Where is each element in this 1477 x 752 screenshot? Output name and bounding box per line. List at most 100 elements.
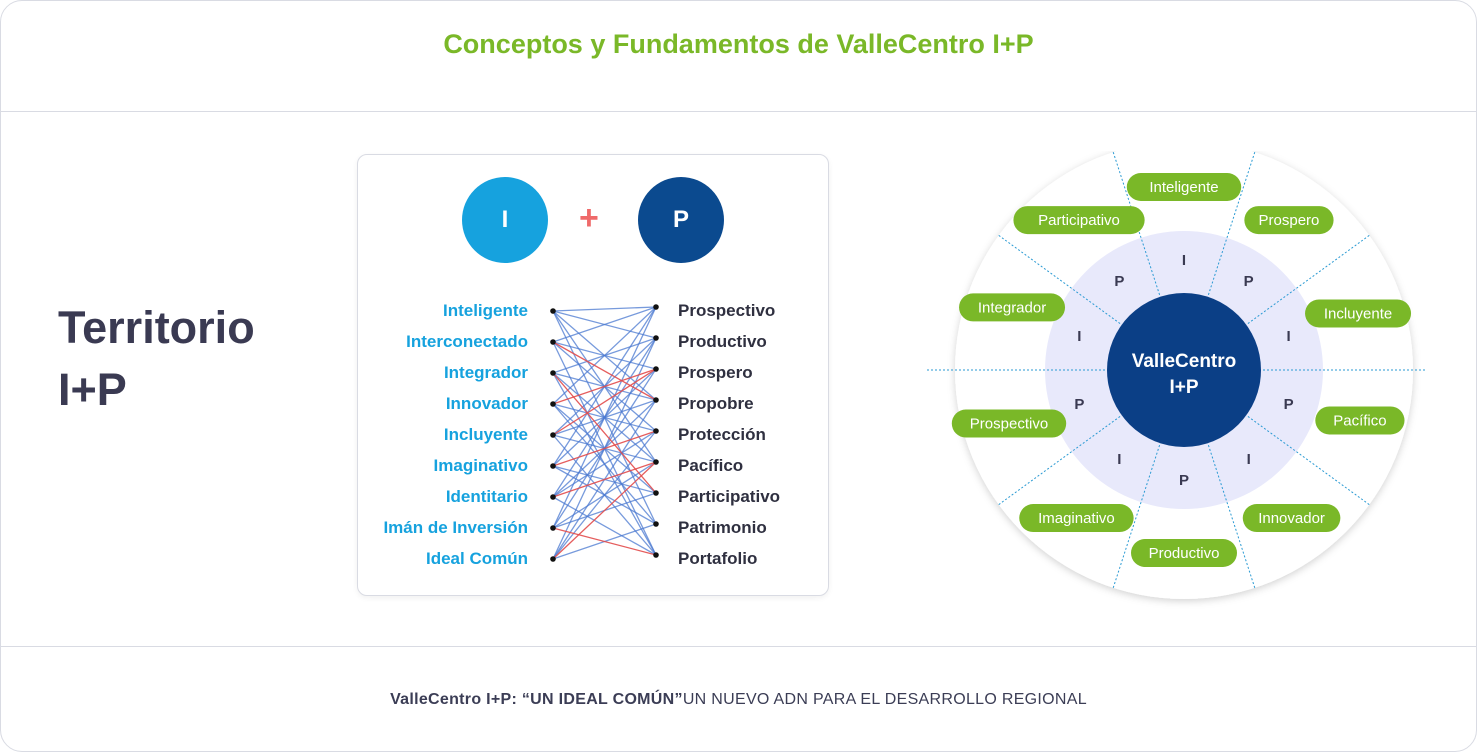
link-line-red — [552, 341, 657, 401]
link-line-red — [552, 368, 657, 436]
right-word: Prospectivo — [678, 301, 776, 320]
left-word: Innovador — [445, 394, 528, 413]
wheel-divider-line — [998, 234, 1131, 332]
badge-i: I — [462, 177, 548, 263]
link-node — [550, 432, 556, 438]
right-word: Productivo — [678, 332, 767, 351]
left-word: Ideal Común — [425, 549, 528, 568]
concept-pill: Participativo — [1013, 206, 1145, 235]
segment-letter: I — [1247, 451, 1251, 468]
link-node — [653, 366, 659, 372]
link-node — [653, 304, 659, 310]
concept-pill-label: Incluyente — [1324, 305, 1392, 322]
right-word: Patrimonio — [678, 518, 767, 537]
concept-pill: Integrador — [959, 293, 1066, 322]
concept-pill-bg — [951, 409, 1067, 438]
link-node — [550, 401, 556, 407]
wheel-divider-line — [1204, 433, 1256, 588]
link-node — [653, 459, 659, 465]
right-word: Protección — [678, 425, 766, 444]
wheel-diagram: IPIPIPIPIPValleCentroI+PInteligenteProsp… — [927, 151, 1426, 599]
concept-pill: Prospero — [1244, 206, 1334, 235]
wheel-center-label-1: ValleCentro — [1132, 351, 1237, 372]
concept-pill-label: Inteligente — [1149, 179, 1218, 196]
territory-title: Territorio I+P — [58, 297, 255, 421]
link-line-blue — [552, 306, 657, 405]
link-node — [550, 308, 556, 314]
segment-letter: P — [1179, 472, 1189, 489]
concept-pill-label: Integrador — [978, 299, 1046, 316]
concept-pill-bg — [1126, 173, 1242, 201]
footer-bold-text: ValleCentro I+P: “UN IDEAL COMÚN” — [390, 690, 683, 708]
segment-letter: P — [1284, 396, 1294, 413]
link-node — [550, 370, 556, 376]
link-line-red — [552, 372, 657, 494]
page-header: Conceptos y Fundamentos de ValleCentro I… — [1, 1, 1476, 112]
concept-pill-label: Productivo — [1149, 545, 1220, 562]
concept-pill-bg — [959, 293, 1066, 322]
territory-title-line-2: I+P — [58, 364, 127, 415]
link-line-blue — [552, 430, 657, 498]
concept-pill-bg — [1315, 406, 1405, 435]
wheel-divider-line — [1237, 234, 1370, 332]
left-word: Incluyente — [443, 425, 528, 444]
link-line-blue — [552, 306, 657, 312]
right-word: Participativo — [678, 487, 781, 506]
concept-pill-label: Imaginativo — [1038, 510, 1115, 527]
link-line-red — [552, 461, 657, 498]
segment-letter: I — [1077, 328, 1081, 345]
right-word: Pacífico — [678, 456, 744, 475]
concept-pill-bg — [1019, 504, 1134, 533]
concept-pill: Innovador — [1242, 504, 1341, 533]
concept-pill-label: Innovador — [1258, 510, 1325, 527]
segment-letter: P — [1114, 273, 1124, 290]
wheel-divider-line — [1237, 408, 1370, 506]
link-node — [653, 335, 659, 341]
page-title: Conceptos y Fundamentos de ValleCentro I… — [443, 28, 1034, 59]
link-line-red — [552, 461, 657, 560]
left-word: Inteligente — [442, 301, 528, 320]
link-node — [550, 339, 556, 345]
wheel-divider-line — [1112, 433, 1164, 588]
wheel-center-circle — [1107, 293, 1261, 447]
territory-title-line-1: Territorio — [58, 302, 255, 353]
link-line-blue — [552, 430, 657, 560]
wheel-center-label-2: I+P — [1169, 377, 1198, 398]
link-node — [550, 525, 556, 531]
link-line-red — [552, 527, 657, 556]
link-node — [653, 521, 659, 527]
link-node — [653, 428, 659, 434]
link-node — [653, 397, 659, 403]
segment-letter: I — [1117, 451, 1121, 468]
concept-pill-label: Participativo — [1038, 212, 1120, 229]
concept-pill: Inteligente — [1126, 173, 1242, 201]
link-line-red — [552, 430, 657, 467]
concept-pill-bg — [1013, 206, 1145, 235]
concept-pill-label: Pacífico — [1333, 412, 1386, 429]
left-word: Identitario — [445, 487, 528, 506]
wheel-divider-line — [998, 408, 1131, 506]
right-word: Portafolio — [678, 549, 758, 568]
plus-icon: + — [579, 199, 599, 237]
concept-pill: Incluyente — [1305, 299, 1412, 328]
link-line-red — [552, 368, 657, 405]
concept-pill-bg — [1244, 206, 1334, 235]
links-diagram — [550, 304, 659, 562]
badge-p: P — [638, 177, 724, 263]
concept-pill-bg — [1242, 504, 1341, 533]
link-line-blue — [552, 496, 657, 556]
wheel-divider-line — [1204, 152, 1256, 307]
concept-pill-label: Prospero — [1259, 212, 1320, 229]
concept-pill: Prospectivo — [951, 409, 1067, 438]
concept-pill: Pacífico — [1315, 406, 1405, 435]
link-line-blue — [552, 306, 657, 343]
link-node — [550, 463, 556, 469]
left-word: Interconectado — [406, 332, 528, 351]
link-node — [653, 490, 659, 496]
left-word: Imán de Inversión — [383, 518, 528, 537]
concept-pill: Imaginativo — [1019, 504, 1134, 533]
link-node — [550, 494, 556, 500]
link-node — [653, 552, 659, 558]
